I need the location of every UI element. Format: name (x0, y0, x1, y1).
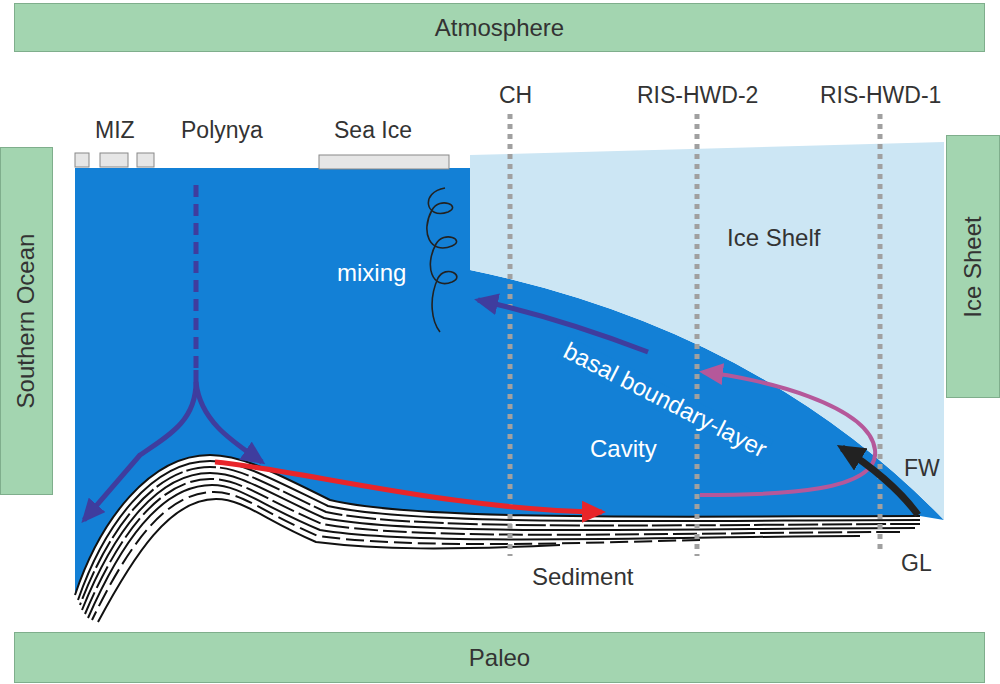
region-label: Cavity (590, 436, 657, 462)
zone-label: Sea Ice (334, 118, 412, 143)
zone-label: MIZ (95, 118, 135, 143)
inflow-arrow (215, 462, 602, 512)
region-label: Ice Shelf (727, 225, 820, 251)
band-label: Paleo (469, 644, 530, 672)
ice-floe (100, 153, 128, 167)
ice-shelf-shape (470, 142, 944, 520)
ocean-band: Southern Ocean (0, 147, 53, 495)
region-label: Sediment (532, 564, 633, 590)
station-label: CH (499, 83, 532, 108)
station-label: RIS-HWD-1 (820, 83, 941, 108)
atmosphere-band: Atmosphere (14, 3, 985, 52)
flow-arrow (84, 370, 196, 520)
band-label: Atmosphere (435, 14, 564, 42)
process-label: FW (904, 456, 940, 481)
paleo-band: Paleo (14, 632, 985, 683)
mixing-spiral (427, 188, 457, 332)
polynya-downwelling (194, 185, 199, 372)
band-label: Ice Sheet (959, 216, 987, 317)
sediment-hatching (75, 455, 920, 622)
zone-label: Polynya (181, 118, 263, 143)
station-label: RIS-HWD-2 (637, 83, 758, 108)
ice-floe (75, 153, 89, 167)
process-label: mixing (337, 260, 406, 286)
sea-ice-slab (319, 155, 449, 169)
flow-arrow (196, 382, 262, 462)
point-label: GL (901, 551, 932, 576)
station-lines (510, 114, 880, 556)
ice-sheet-band: Ice Sheet (946, 135, 1000, 398)
ice-floe (137, 153, 154, 167)
layer-label: basal boundary-layer (557, 336, 774, 464)
band-label: Southern Ocean (13, 234, 41, 409)
